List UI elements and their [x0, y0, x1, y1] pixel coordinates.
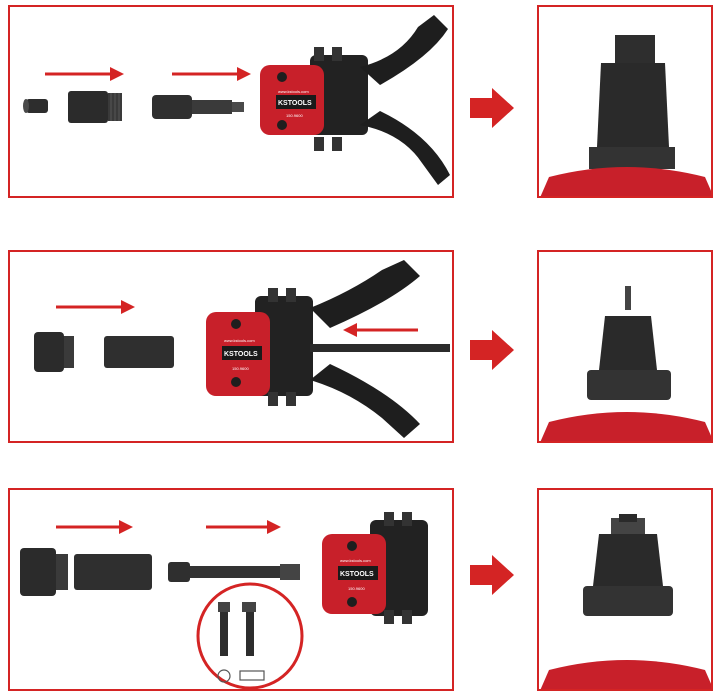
step1-result-illustration — [540, 35, 711, 196]
right-arrow-icon — [56, 300, 135, 314]
left-arrow-icon — [343, 323, 418, 337]
nozzle-adapter-part — [34, 332, 74, 372]
long-mandrel-part — [168, 562, 300, 582]
lower-handle — [360, 111, 450, 185]
lower-handle — [310, 364, 420, 438]
upper-handle — [360, 15, 448, 85]
right-arrow-icon — [56, 520, 133, 534]
step2-result-panel — [537, 250, 713, 443]
brand-logo: KSTOOLS — [340, 571, 374, 578]
brand-logo: KSTOOLS — [278, 100, 312, 107]
riveter-head: KSTOOLS www.kstools.com 150.9600 — [206, 288, 313, 406]
brand-url: www.kstools.com — [340, 558, 371, 563]
brand-logo: KSTOOLS — [224, 351, 258, 358]
large-nozzle-part — [20, 548, 68, 596]
step1-result-panel — [537, 5, 713, 198]
brand-url: www.kstools.com — [224, 338, 255, 343]
sleeve-part — [104, 336, 174, 368]
step1-illustration: KSTOOLS www.kstools.com 150.9600 — [23, 15, 450, 185]
step3-result-illustration — [540, 514, 711, 689]
small-nut-part — [23, 99, 48, 113]
riveter-head: KSTOOLS www.kstools.com 150.9600 — [260, 47, 368, 151]
model-number: 150.9600 — [286, 113, 303, 118]
right-arrow-icon — [470, 555, 514, 595]
model-number: 150.9600 — [232, 366, 249, 371]
right-arrow-icon — [45, 67, 124, 81]
step2-illustration: KSTOOLS www.kstools.com 150.9600 — [34, 260, 450, 438]
step2-tool-panel: KSTOOLS www.kstools.com 150.9600 — [8, 250, 454, 443]
mandrel-part — [152, 95, 244, 119]
right-arrow-icon — [172, 67, 251, 81]
right-arrow-icon — [206, 520, 281, 534]
right-arrow-icon — [470, 88, 514, 128]
model-number: 150.9600 — [348, 586, 365, 591]
right-arrow-icon — [470, 330, 514, 370]
long-sleeve-part — [74, 554, 152, 590]
upper-handle — [310, 260, 420, 328]
step1-tool-panel: KSTOOLS www.kstools.com 150.9600 — [8, 5, 454, 198]
brand-url: www.kstools.com — [278, 89, 309, 94]
step3-result-panel — [537, 488, 713, 691]
magnifier-circle-icon — [196, 582, 304, 689]
step3-illustration: KSTOOLS www.kstools.com 150.9600 — [20, 512, 428, 689]
step2-result-illustration — [540, 286, 711, 441]
nozzle-part — [68, 91, 122, 123]
riveter-head: KSTOOLS www.kstools.com 150.9600 — [322, 512, 428, 624]
mandrel-rod — [310, 344, 450, 352]
circle-symbol-icon — [217, 669, 231, 683]
rectangle-symbol-icon — [239, 670, 265, 681]
step3-tool-panel: KSTOOLS www.kstools.com 150.9600 — [8, 488, 454, 691]
